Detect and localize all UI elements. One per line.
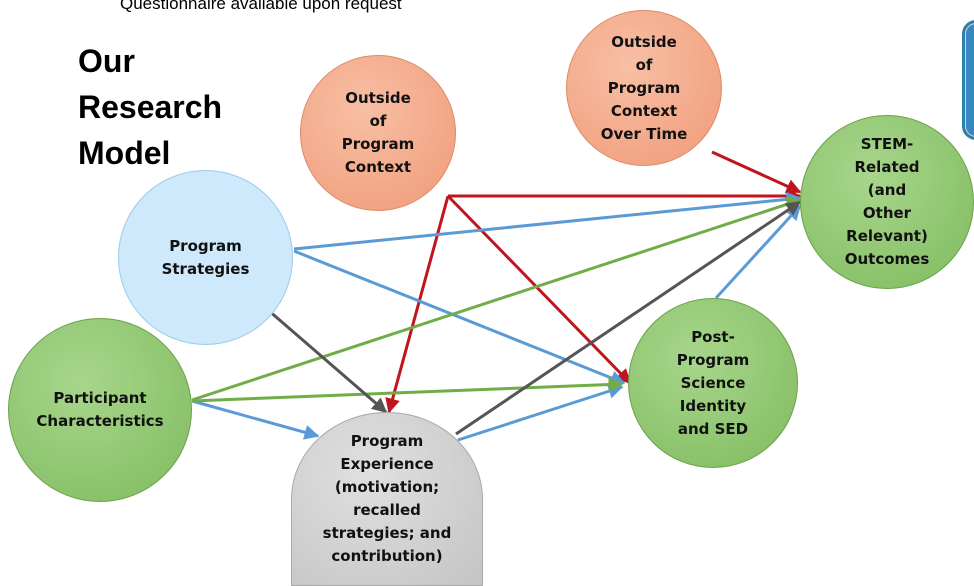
questionnaire-note: Questionnaire available upon request <box>120 0 402 13</box>
arrow-context-to-identity <box>446 194 632 385</box>
title-line-1: Our <box>78 43 135 79</box>
arrow-experience-to-identity <box>457 384 624 442</box>
arrow-context-to-experience <box>385 195 450 414</box>
title-line-2: Research <box>78 89 223 125</box>
arrow-strategies-to-outcomes <box>293 191 802 251</box>
node-program-strategies-label: Program Strategies <box>161 236 250 278</box>
node-outside-program-context: Outside of Program Context <box>300 55 456 211</box>
arrow-characteristics-to-outcomes <box>191 197 802 402</box>
node-outside-program-context-over-time: Outside of Program Context Over Time <box>566 10 722 166</box>
arrow-strategies-to-identity <box>293 249 626 385</box>
corner-decoration-inner <box>966 24 974 136</box>
title-line-3: Model <box>78 135 171 171</box>
node-post-program-identity-label: Post- Program Science Identity and SED <box>676 327 750 438</box>
node-outside-program-context-over-time-label: Outside of Program Context Over Time <box>600 32 688 143</box>
node-program-experience-label: Program Experience (motivation; recalled… <box>322 432 452 565</box>
page-title: Our Research Model <box>78 38 222 176</box>
node-post-program-identity: Post- Program Science Identity and SED <box>628 298 798 468</box>
node-program-experience: Program Experience (motivation; recalled… <box>291 412 483 586</box>
arrow-characteristics-to-experience <box>191 399 320 440</box>
node-program-strategies: Program Strategies <box>118 170 293 345</box>
node-stem-outcomes-label: STEM- Related (and Other Relevant) Outco… <box>844 135 930 268</box>
arrow-experience-to-outcomes <box>455 200 802 436</box>
node-participant-characteristics-label: Participant Characteristics <box>36 389 164 430</box>
arrow-context-time-to-outcomes <box>711 150 802 194</box>
node-outside-program-context-label: Outside of Program Context <box>341 89 415 176</box>
node-stem-outcomes: STEM- Related (and Other Relevant) Outco… <box>800 115 974 289</box>
arrow-identity-to-outcomes <box>714 204 802 300</box>
arrow-characteristics-to-identity <box>191 377 624 403</box>
node-participant-characteristics: Participant Characteristics <box>8 318 192 502</box>
arrow-strategies-to-experience <box>267 308 388 414</box>
